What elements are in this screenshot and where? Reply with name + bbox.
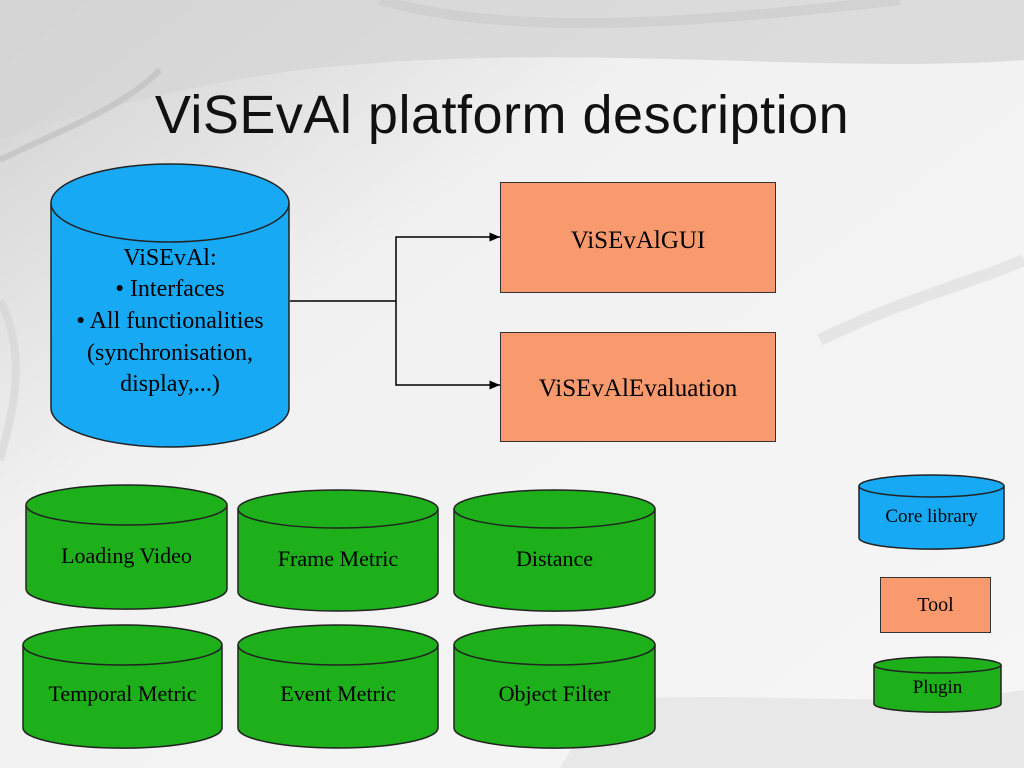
legend-plugin-label: Plugin xyxy=(912,677,963,698)
core-library-text: ViSEvAl: ● Interfaces ● All functionalit… xyxy=(76,245,264,397)
legend-plugin: Plugin xyxy=(873,656,1002,713)
arrow-to-evaluation xyxy=(395,301,500,390)
slide-title: ViSEvAl platform description xyxy=(154,85,850,145)
plugin-cylinder-object-filter: Object Filter xyxy=(453,624,656,749)
plugin-cylinder-temporal-metric: Temporal Metric xyxy=(22,624,223,749)
bullet-icon: ● xyxy=(76,312,85,328)
tool-box-gui: ViSEvAlGUI xyxy=(500,182,776,293)
legend-tool-label: Tool xyxy=(917,593,954,616)
tool-label: ViSEvAlGUI xyxy=(570,227,706,254)
plugin-cylinder-distance: Distance xyxy=(453,488,656,612)
tool-label: ViSEvAlEvaluation xyxy=(538,375,738,402)
legend-core-library: Core library xyxy=(858,474,1005,550)
plugin-label: Frame Metric xyxy=(277,546,399,571)
plugin-label: Event Metric xyxy=(280,681,396,706)
core-library-cylinder: ViSEvAl: ● Interfaces ● All functionalit… xyxy=(50,163,290,448)
plugin-cylinder-frame-metric: Frame Metric xyxy=(237,488,439,612)
plugin-label: Object Filter xyxy=(498,681,611,706)
plugin-label: Distance xyxy=(516,546,593,571)
tool-box-evaluation: ViSEvAlEvaluation xyxy=(500,332,776,442)
plugin-label: Temporal Metric xyxy=(48,681,197,706)
plugin-cylinder-event-metric: Event Metric xyxy=(237,624,439,749)
legend-core-label: Core library xyxy=(885,506,978,527)
arrow-to-gui xyxy=(395,232,500,301)
legend-tool: Tool xyxy=(880,577,991,633)
plugin-label: Loading Video xyxy=(61,543,192,568)
bullet-icon: ● xyxy=(115,280,124,296)
plugin-cylinder-loading-video: Loading Video xyxy=(25,483,228,610)
